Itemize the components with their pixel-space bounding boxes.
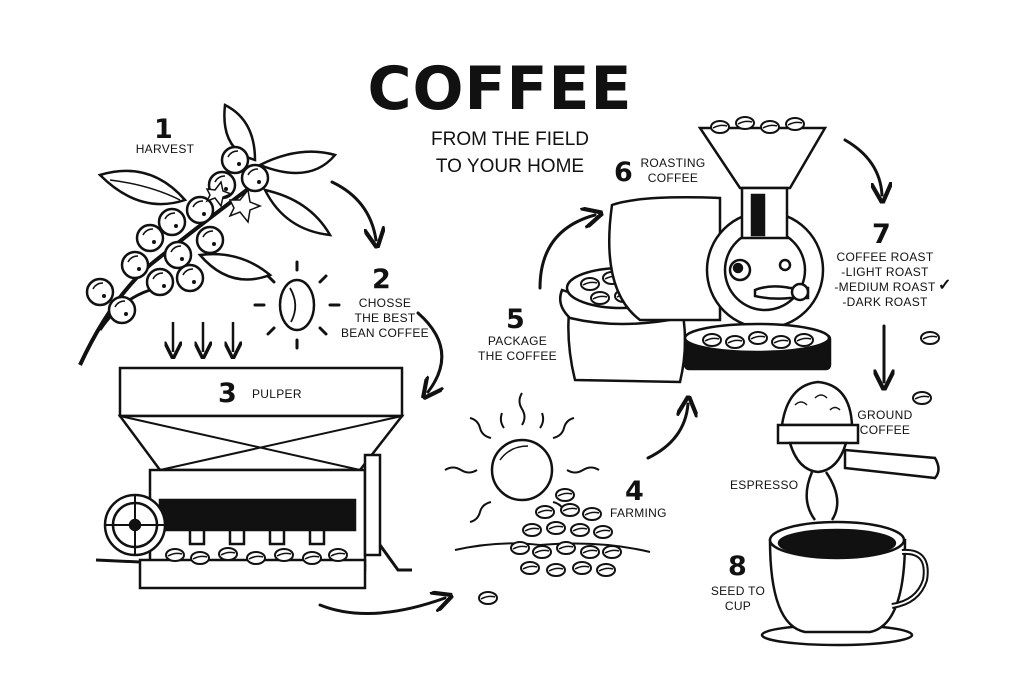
step-8-line-1: SEED TO — [710, 584, 766, 598]
step-5-number: 5 — [506, 304, 525, 335]
farming-bean-pile — [478, 488, 622, 605]
step-2-line-3: BEAN COFFEE — [341, 326, 429, 340]
coffee-branch-illustration — [78, 103, 338, 366]
step-3-label: PULPER — [252, 387, 302, 402]
step-4-line-1: FARMING — [610, 506, 667, 520]
step-2-line-1: CHOSSE — [358, 296, 412, 310]
espresso-label: ESPRESSO — [730, 478, 799, 492]
step-7-line-1: COFFEE ROAST — [836, 250, 934, 264]
pulper-machine-illustration — [95, 366, 412, 590]
step-7-line-2: -LIGHT ROAST — [841, 265, 929, 279]
step-4-label: FARMING — [610, 506, 667, 521]
down-arrows — [173, 322, 233, 352]
coffee-cup-illustration — [760, 520, 929, 647]
checkmark-icon: ✓ — [938, 277, 952, 294]
step-5-line-1: PACKAGE — [487, 334, 548, 348]
step-3-number: 3 — [218, 378, 237, 409]
step-5-line-2: THE COFFEE — [477, 349, 557, 363]
farming-sun-illustration — [444, 392, 651, 553]
step-7-number: 7 — [872, 219, 891, 250]
step-8-label: SEED TO CUP — [706, 584, 770, 614]
step-1-label: HARVEST — [120, 142, 210, 157]
step-8-number: 8 — [728, 551, 747, 582]
step-6-line-2: COFFEE — [647, 171, 699, 185]
subtitle-line-1: FROM THE FIELD — [431, 129, 589, 150]
step-4-number: 4 — [625, 476, 644, 507]
step-2-line-2: THE BEST — [354, 311, 416, 325]
step-3-line-1: PULPER — [252, 387, 302, 401]
step-7-line-3: -MEDIUM ROAST — [834, 280, 936, 294]
step-1-line-1: HARVEST — [135, 142, 195, 156]
ground-coffee-line-1: GROUND — [857, 408, 913, 422]
subtitle-line-2: TO YOUR HOME — [435, 156, 585, 177]
step-6-label: ROASTING COFFEE — [638, 156, 708, 186]
portafilter-illustration — [776, 380, 940, 521]
step-7-label: COFFEE ROAST -LIGHT ROAST -MEDIUM ROAST … — [830, 250, 940, 310]
step-7-line-4: -DARK ROAST — [842, 295, 928, 309]
ground-coffee-label: GROUND COFFEE — [850, 408, 920, 438]
coffee-flowers — [205, 180, 263, 224]
step-5-label: PACKAGE THE COFFEE — [470, 334, 565, 364]
step-2-number: 2 — [372, 264, 391, 295]
step-6-number: 6 — [614, 157, 633, 188]
best-bean-illustration — [253, 260, 341, 350]
flow-arrows — [318, 138, 884, 616]
step-8-line-2: CUP — [724, 599, 752, 613]
diagram-subtitle: FROM THE FIELD TO YOUR HOME — [400, 126, 620, 180]
step-1-number: 1 — [154, 114, 173, 145]
step-2-label: CHOSSE THE BEST BEAN COFFEE — [335, 296, 435, 341]
ground-coffee-line-2: COFFEE — [859, 423, 911, 437]
loose-roasted-beans — [912, 331, 940, 405]
step-6-line-1: ROASTING — [640, 156, 706, 170]
roaster-machine-illustration — [608, 126, 832, 371]
diagram-title: COFFEE — [367, 54, 633, 124]
